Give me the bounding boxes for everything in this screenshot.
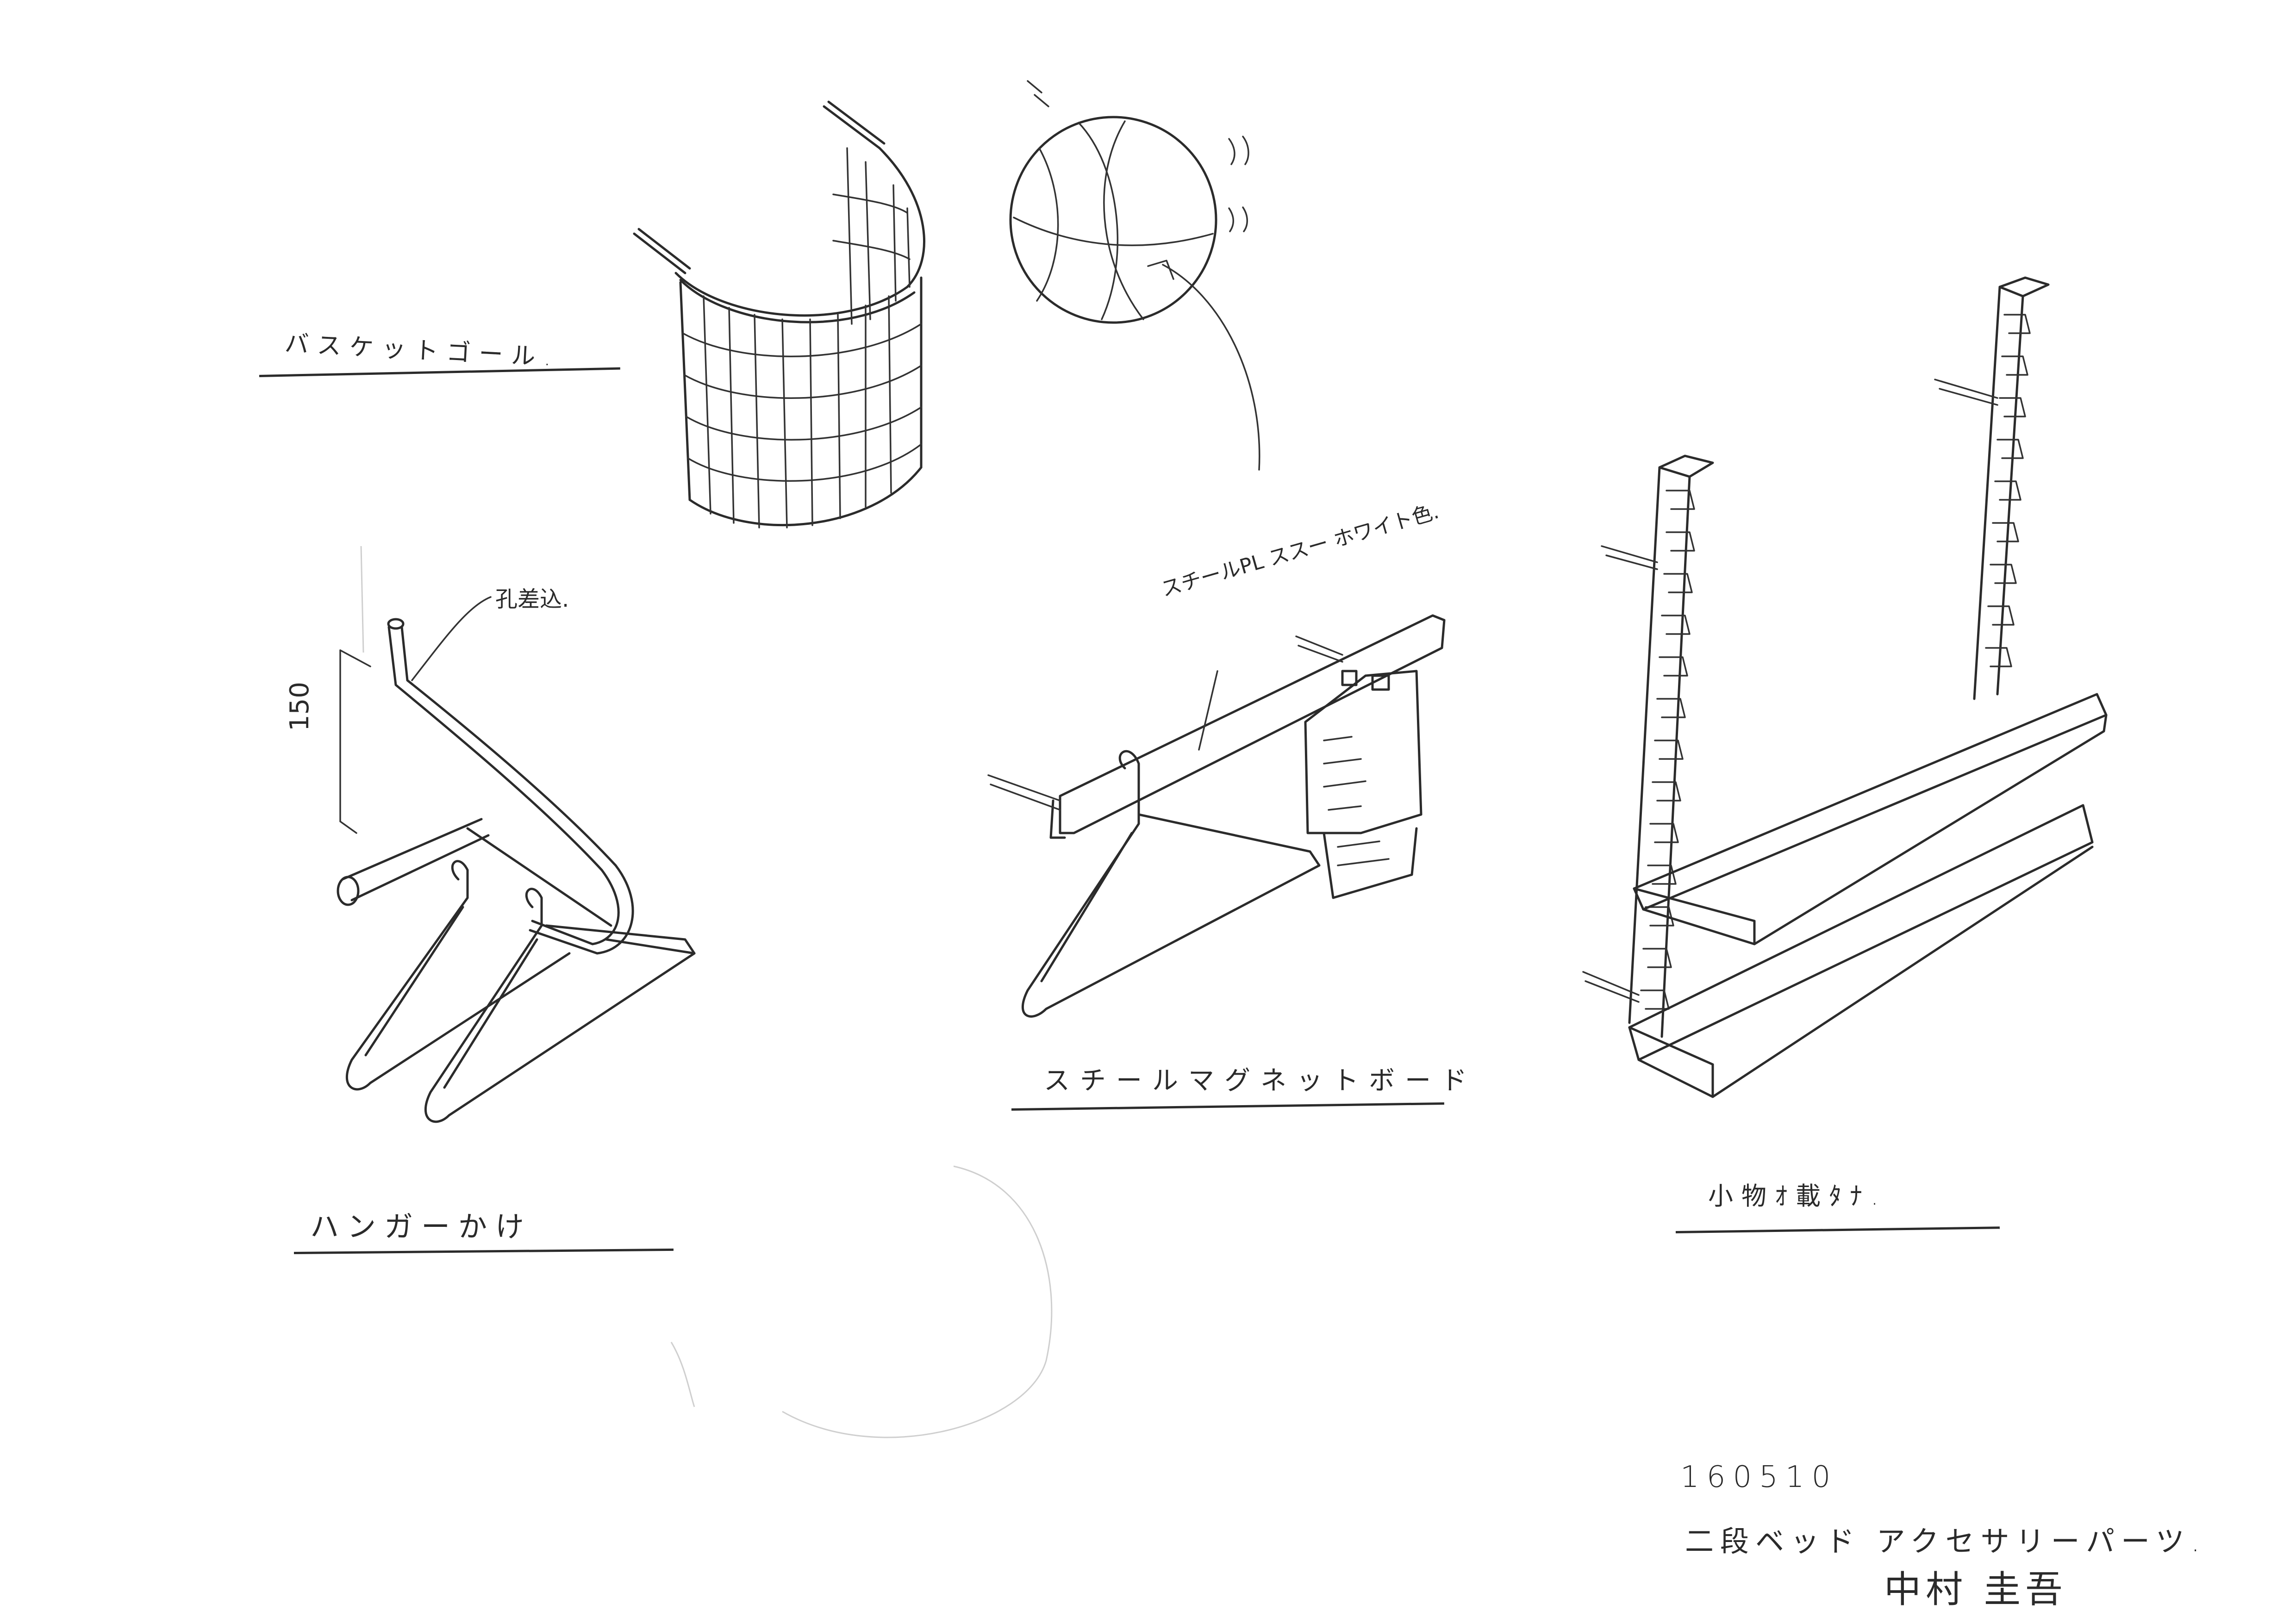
- shelf-sketch: [1582, 276, 2108, 1098]
- shelf-label: 小物ｵ載ﾀﾅ.: [1708, 1181, 1887, 1211]
- drawing-title: 二段ベッド アクセサリーパーツ.: [1685, 1524, 2207, 1558]
- basket-goal-sketch: [633, 100, 925, 529]
- hanger-insert-note: 孔差込.: [495, 586, 569, 612]
- hanger-hook-label: ハンガーかけ: [310, 1210, 533, 1244]
- magnet-board-sketch: [987, 614, 1446, 1018]
- date-label: 160510: [1680, 1460, 1838, 1494]
- magnet-board-label: スチールマグネットボード: [1044, 1066, 1477, 1096]
- dimension-label: 150: [285, 682, 315, 731]
- author-signature: 中村 圭吾: [1884, 1568, 2067, 1611]
- hanger-hook-sketch: [337, 546, 696, 1123]
- basketball-sketch: [1009, 80, 1260, 471]
